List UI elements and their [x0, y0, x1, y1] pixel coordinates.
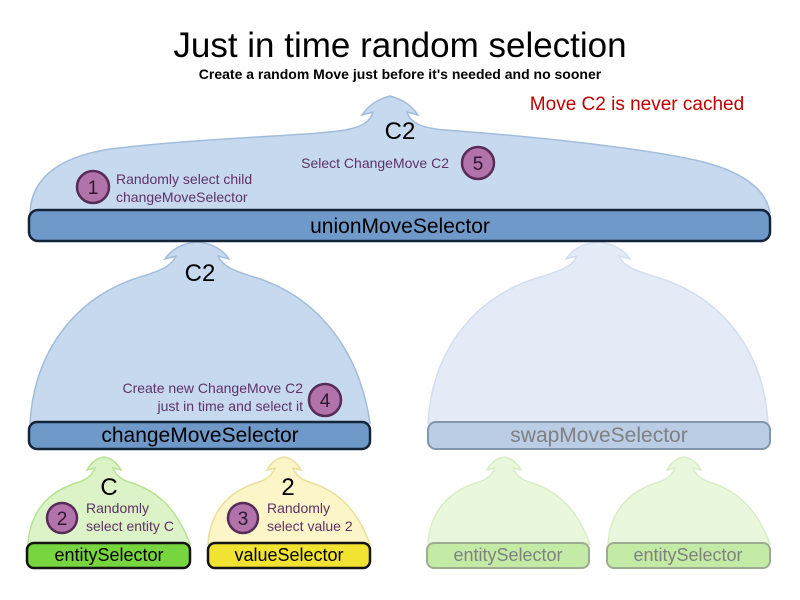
step-circle-5-shape — [460, 145, 496, 181]
union-move-selector-bar — [27, 208, 772, 243]
step-circle-1-number: 1 — [88, 178, 99, 199]
union-move-selector-label: unionMoveSelector — [310, 215, 490, 238]
step-circle-2-number: 2 — [57, 509, 68, 530]
step-circle-3-number: 3 — [238, 509, 249, 530]
selection-stream-swap-faded — [427, 241, 769, 424]
step-3-text-line2: select value 2 — [267, 518, 353, 534]
selection-stream-union — [29, 95, 771, 214]
page-subtitle: Create a random Move just before it's ne… — [199, 66, 602, 82]
selection-stream-entity-faded-1 — [427, 456, 592, 545]
move-label-entity-c: C — [100, 474, 117, 501]
entity-selector-faded-label-1: entitySelector — [453, 545, 562, 565]
step-circle-1: 1 — [75, 169, 111, 205]
swap-move-selector-bar — [427, 421, 771, 450]
step-2-text-line1: Randomly — [86, 500, 149, 516]
step-1-text-line1: Randomly select child — [116, 171, 252, 187]
change-move-selector-bar — [27, 420, 372, 451]
swap-move-selector-label: swapMoveSelector — [510, 424, 687, 447]
entity-selector-faded-label-2: entitySelector — [633, 545, 742, 565]
step-1-text-line2: changeMoveSelector — [116, 189, 248, 205]
move-label-mid-c2: C2 — [185, 260, 216, 287]
step-circle-1-shape — [75, 169, 111, 205]
move-label-top-c2: C2 — [385, 118, 416, 145]
change-move-selector-label: changeMoveSelector — [101, 424, 298, 447]
step-circle-4-shape — [307, 382, 343, 418]
step-circle-2-shape — [45, 501, 79, 535]
step-5-text: Select ChangeMove C2 — [301, 155, 449, 171]
entity-selector-label: entitySelector — [54, 545, 163, 565]
step-3-text-line1: Randomly — [267, 500, 330, 516]
step-circle-4-number: 4 — [320, 391, 331, 412]
entity-selector-bar — [25, 541, 192, 570]
value-selector-bar — [206, 541, 372, 570]
entity-selector-faded-bar-1 — [426, 542, 590, 569]
step-circle-4: 4 — [307, 382, 343, 418]
step-4-text-line1: Create new ChangeMove C2 — [122, 380, 303, 396]
step-circle-3-shape — [226, 501, 260, 535]
page-title: Just in time random selection — [173, 26, 626, 65]
step-2-text-line2: select entity C — [86, 518, 174, 534]
selection-stream-entity-faded-2 — [607, 456, 772, 545]
move-label-value-2: 2 — [281, 474, 294, 501]
step-circle-2: 2 — [45, 501, 79, 535]
step-circle-5-number: 5 — [473, 154, 484, 175]
cache-note: Move C2 is never cached — [530, 94, 744, 115]
step-circle-3: 3 — [226, 501, 260, 535]
step-circle-5: 5 — [460, 145, 496, 181]
entity-selector-faded-bar-2 — [606, 542, 771, 569]
value-selector-label: valueSelector — [234, 545, 343, 565]
step-4-text-line2: just in time and select it — [156, 398, 303, 414]
